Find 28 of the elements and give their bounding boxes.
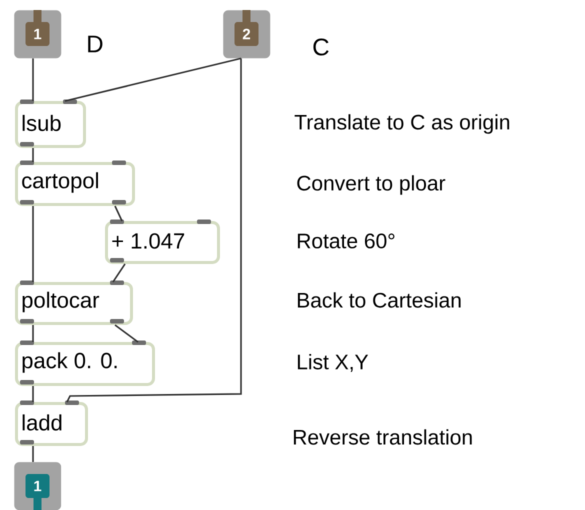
patch-cord [112,264,126,282]
patch-cord [64,58,242,102]
outlet-box: 1 [14,462,62,510]
object-box: + 1.047 [105,219,220,264]
object-box: lsub [15,99,86,148]
object-box: pack 0. 0. [15,340,155,386]
patch-cord [32,206,34,282]
comment-text: Rotate 60° [298,234,394,248]
patch-cord [32,58,34,101]
comment-text: List X,Y [298,354,368,372]
patch-cord [32,386,34,402]
patch-cord [114,324,138,343]
inlet-box: 2 [223,10,270,58]
patch-cord [66,58,242,402]
comment-text: Convert to ploar [297,175,446,195]
comment-text: Back to Cartesian [298,292,461,308]
comment-text: D [88,36,102,52]
comment-text: Translate to C as origin [294,114,510,134]
patch-cord [32,148,34,162]
patch-cord [114,206,123,222]
patch-cord [32,446,34,462]
object-box: poltocar [15,280,133,325]
comment-text: C [313,38,329,56]
object-box: cartopol [15,160,135,206]
patch-cord [32,324,34,342]
comment-text: Reverse translation [294,429,472,445]
inlet-box: 1 [14,10,62,58]
object-box: ladd [15,400,88,446]
